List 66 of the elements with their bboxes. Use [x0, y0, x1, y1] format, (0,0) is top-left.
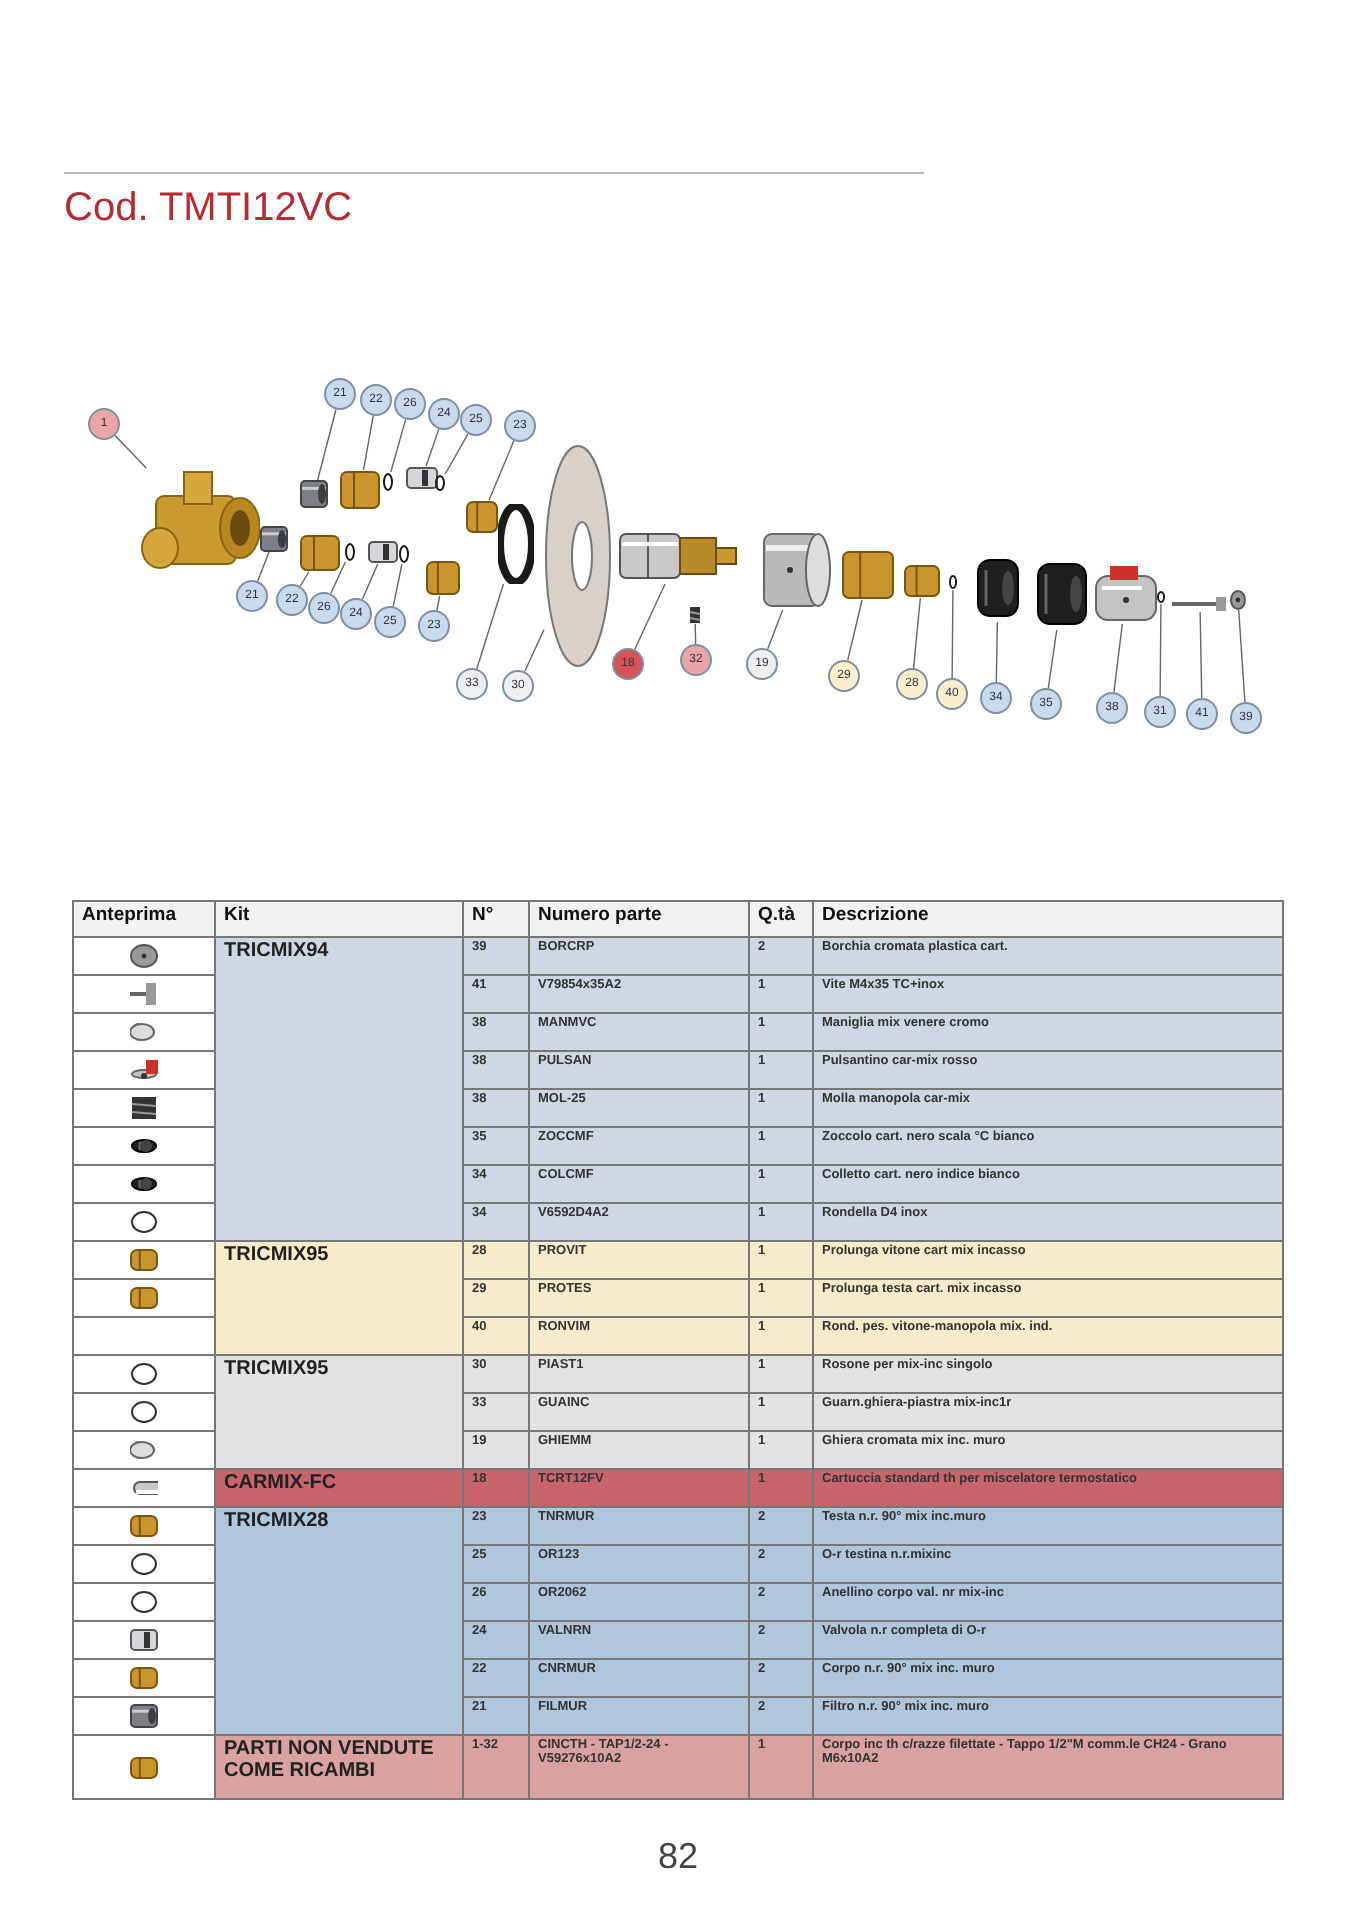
leader-line	[847, 599, 863, 662]
kit-name: TRICMIX94	[215, 937, 463, 1241]
leader-line	[476, 583, 505, 670]
leader-line	[436, 595, 441, 611]
leader-line	[1238, 609, 1246, 703]
wall-plate-drawing	[544, 444, 612, 668]
brass-fitting-drawing	[300, 534, 340, 572]
leader-line	[524, 628, 545, 673]
leader-line	[995, 621, 999, 683]
kit-name: CARMIX-FC	[215, 1469, 463, 1507]
leader-line	[694, 623, 697, 645]
brass-fitting-drawing	[904, 564, 940, 598]
filter-drawing	[260, 526, 288, 552]
brass-fitting-drawing	[842, 550, 894, 600]
page-title: Cod. TMTI12VC	[64, 186, 353, 232]
leader-line	[114, 434, 147, 469]
knob-drawing	[1036, 558, 1088, 630]
o-ring-drawing	[398, 544, 410, 564]
o-ring-drawing	[382, 472, 394, 492]
column-header: Descrizione	[813, 901, 1283, 937]
leader-line	[361, 563, 379, 601]
o-ring-drawing	[948, 574, 958, 590]
o-ring-drawing	[498, 504, 534, 584]
leader-line	[1159, 603, 1162, 697]
cap-drawing	[1230, 590, 1246, 610]
leader-line	[425, 428, 440, 467]
column-header: Q.tà	[749, 901, 813, 937]
leader-line	[299, 571, 310, 587]
o-ring-drawing	[434, 474, 446, 492]
ring-nut-drawing	[762, 530, 834, 610]
spring-drawing	[688, 606, 702, 624]
cartridge-drawing	[616, 528, 740, 584]
check-valve-drawing	[406, 466, 438, 490]
brass-fitting-drawing	[340, 470, 380, 510]
leader-line	[444, 433, 469, 475]
leader-line	[257, 551, 270, 582]
column-header: N°	[463, 901, 529, 937]
brass-fitting-drawing	[466, 500, 498, 534]
screw-drawing	[1172, 596, 1228, 612]
leader-line	[634, 583, 666, 651]
column-header: Anteprima	[73, 901, 215, 937]
handle-drawing	[1094, 564, 1158, 624]
knob-drawing	[976, 554, 1020, 622]
leader-line	[1113, 623, 1123, 693]
leader-line	[316, 408, 337, 481]
leader-line	[912, 597, 922, 669]
leader-line	[392, 563, 403, 608]
check-valve-drawing	[368, 540, 398, 564]
o-ring-drawing	[1156, 590, 1166, 604]
kit-name: TRICMIX28	[215, 1507, 463, 1735]
leader-line	[767, 609, 784, 650]
leader-line	[1199, 611, 1203, 699]
o-ring-drawing	[344, 542, 356, 562]
leader-line	[362, 415, 374, 471]
kit-name: PARTI NON VENDUTE COME RICAMBI	[215, 1735, 463, 1799]
kit-name: TRICMIX95	[215, 1241, 463, 1355]
leader-line	[1047, 629, 1058, 689]
column-header: Kit	[215, 901, 463, 937]
kit-name: TRICMIX95	[215, 1355, 463, 1469]
column-header: Numero parte	[529, 901, 749, 937]
filter-drawing	[300, 480, 328, 508]
leader-line	[330, 561, 347, 595]
leader-line	[488, 440, 515, 501]
brass-fitting-drawing	[426, 560, 460, 596]
leader-line	[390, 418, 407, 473]
leader-line	[951, 589, 954, 679]
